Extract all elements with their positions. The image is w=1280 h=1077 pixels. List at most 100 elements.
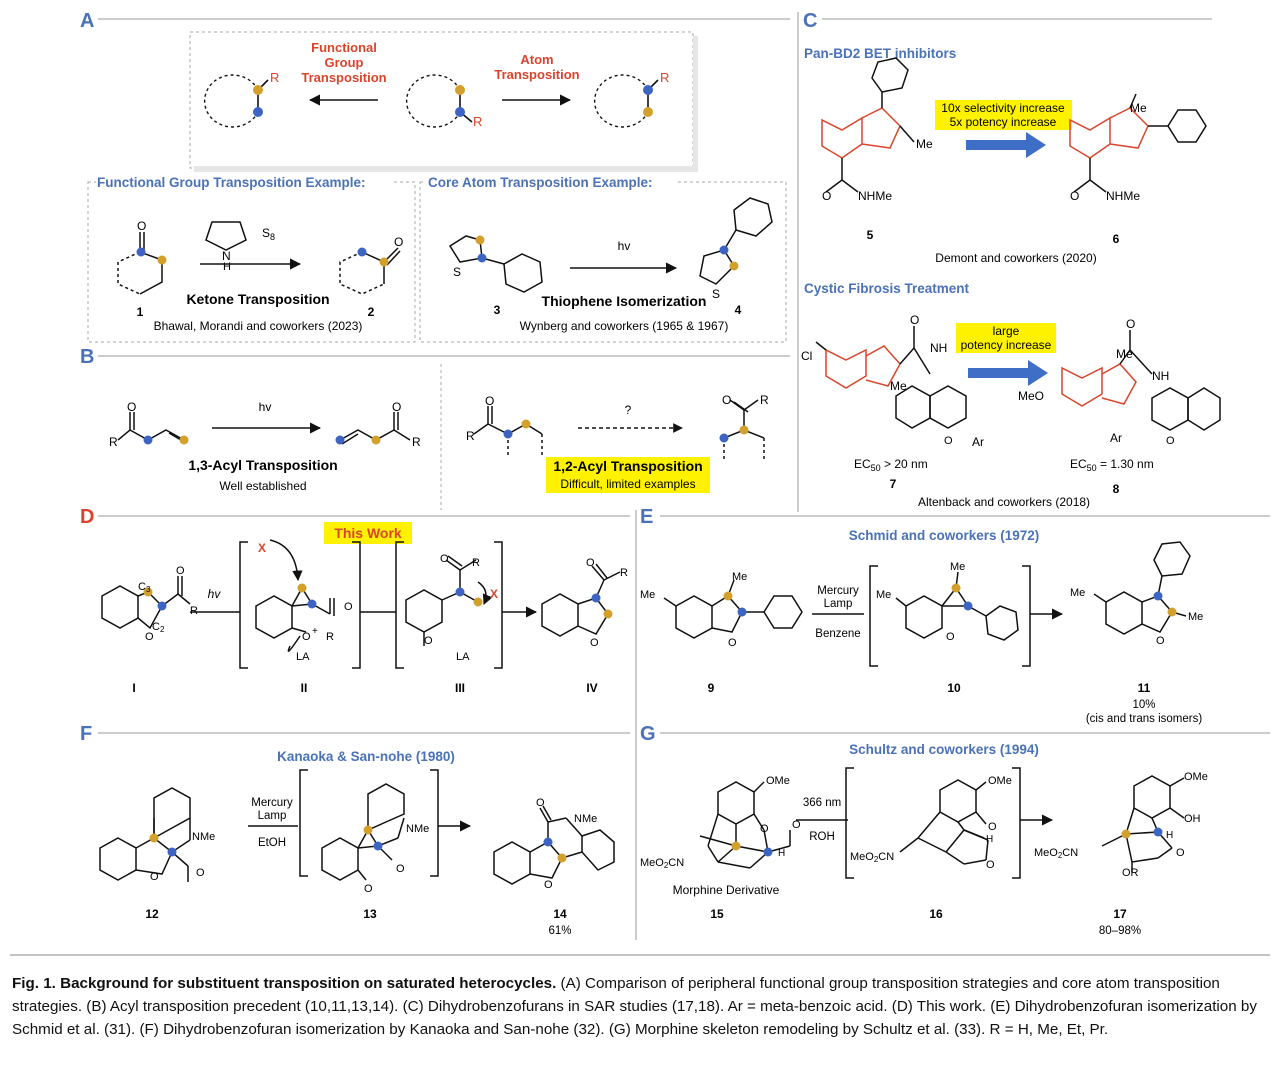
- core-example-title: Core Atom Transposition Example:: [428, 175, 653, 190]
- o-label: O: [1176, 847, 1185, 859]
- o-label: O: [792, 819, 801, 831]
- nme-label: NMe: [406, 823, 429, 835]
- compound-17-label: 17: [1113, 907, 1127, 921]
- s-label: S: [453, 265, 461, 279]
- o-label: O: [1156, 635, 1165, 647]
- blue-arrow-icon: [966, 132, 1046, 158]
- thiophene-credit: Wynberg and coworkers (1965 & 1967): [520, 319, 729, 333]
- r-label: R: [326, 631, 334, 643]
- panel-d: D This Work C3 C2 O O R I hv: [80, 506, 630, 695]
- r-label: R: [270, 70, 279, 85]
- compound-15-label: 15: [710, 907, 724, 921]
- benzene-label: Benzene: [815, 628, 860, 640]
- ar-label: Ar: [972, 435, 984, 449]
- o-label: O: [364, 883, 373, 895]
- caption-lead: Fig. 1. Background for substituent trans…: [12, 975, 557, 992]
- o-label: O: [485, 394, 494, 408]
- panel-d-letter: D: [80, 506, 94, 528]
- atom-blue-dot: [253, 107, 263, 117]
- me-label: Me: [732, 571, 747, 583]
- h-label: H: [1166, 830, 1173, 841]
- compound-IV: [541, 563, 621, 637]
- compound-6-label: 6: [1113, 232, 1120, 246]
- compound-12-label: 12: [145, 907, 159, 921]
- yield-14: 61%: [548, 925, 571, 937]
- g-title: Schultz and coworkers (1994): [849, 742, 1039, 757]
- compound-5-label: 5: [867, 228, 874, 242]
- compound-2: 2: [368, 305, 375, 319]
- atom-gold-dot: [643, 107, 653, 117]
- figure-caption: Fig. 1. Background for substituent trans…: [12, 972, 1274, 1041]
- meo-label: MeO: [1018, 389, 1044, 403]
- compound-11-label: 11: [1138, 681, 1151, 695]
- lamp-label: Lamp: [258, 810, 287, 822]
- o-label: O: [1166, 435, 1175, 447]
- ketone-title: Ketone Transposition: [186, 291, 329, 307]
- o-label: O: [722, 393, 731, 407]
- compound-12: [99, 787, 191, 882]
- nhme-label: NHMe: [858, 189, 892, 203]
- compound-5: [821, 57, 915, 193]
- question-label: ?: [625, 403, 632, 417]
- o-label: O: [176, 565, 185, 577]
- acyl12-highlight: [546, 457, 710, 493]
- panel-c-letter: C: [803, 10, 817, 32]
- functional-label-3: Transposition: [301, 70, 386, 85]
- intermediate-10: [895, 571, 1019, 641]
- thiophene-3: [448, 235, 543, 293]
- this-work-label: This Work: [334, 525, 402, 541]
- acyl13-title: 1,3-Acyl Transposition: [188, 457, 337, 473]
- o-label: O: [586, 557, 595, 569]
- demont-credit: Demont and coworkers (2020): [935, 251, 1096, 265]
- o-label: O: [396, 863, 405, 875]
- altenback-credit: Altenback and coworkers (2018): [918, 495, 1090, 509]
- yield-11: 10%: [1132, 699, 1155, 711]
- o-label: O: [137, 219, 146, 233]
- e-title: Schmid and coworkers (1972): [849, 528, 1040, 543]
- hv-label: hv: [618, 239, 631, 253]
- panel-g-letter: G: [640, 723, 656, 745]
- h-label: H: [223, 261, 231, 273]
- o-label: O: [728, 637, 737, 649]
- intermediate-II: [255, 539, 335, 652]
- o-label: O: [986, 859, 995, 871]
- compound-I-label: I: [132, 681, 135, 695]
- compound-I: [101, 576, 191, 630]
- panel-f: F Kanaoka & San-nohe (1980) NMe O O 12 M…: [80, 723, 630, 937]
- caption-body: (A) Comparison of peripheral functional …: [12, 975, 1257, 1038]
- pyrrolidine: [205, 221, 247, 251]
- r-label: R: [190, 605, 198, 617]
- panel-a-letter: A: [80, 10, 94, 32]
- meo2cn-label: MeO2CN: [640, 857, 684, 870]
- c2-label: C2: [152, 621, 165, 634]
- figure-canvas: A R R R: [10, 10, 1270, 956]
- ec50-7: EC50 > 20 nm: [854, 457, 928, 473]
- la-label: LA: [296, 651, 310, 663]
- compound-3: 3: [494, 303, 501, 317]
- ring-right: R: [594, 70, 669, 128]
- thiophene-title: Thiophene Isomerization: [542, 293, 707, 309]
- o-label: O: [590, 637, 599, 649]
- ec50-8: EC50 = 1.30 nm: [1070, 457, 1154, 473]
- lamp-label: Lamp: [824, 598, 853, 610]
- compound-8-label: 8: [1113, 482, 1120, 496]
- oh-label: OH: [1184, 813, 1201, 825]
- thiophene-4: [699, 197, 773, 285]
- nme-label: NMe: [574, 813, 597, 825]
- ome-label: OMe: [988, 775, 1012, 787]
- compound-9-label: 9: [708, 681, 715, 695]
- panel-a: A R R R: [80, 10, 790, 343]
- mercury-label: Mercury: [817, 585, 859, 597]
- acyl12-title: 1,2-Acyl Transposition: [553, 458, 702, 474]
- f-title: Kanaoka & San-nohe (1980): [277, 749, 455, 764]
- isomers-11: (cis and trans isomers): [1086, 713, 1202, 725]
- ketone-credit: Bhawal, Morandi and coworkers (2023): [154, 319, 363, 333]
- or-label: OR: [1122, 867, 1139, 879]
- hv-label: hv: [208, 587, 222, 601]
- ring-center: R: [406, 74, 482, 129]
- o-label: O: [150, 871, 159, 883]
- blue-arrow-icon: [968, 360, 1048, 386]
- h-label: H: [986, 834, 993, 845]
- roh-label: ROH: [809, 831, 835, 843]
- r-label: R: [109, 435, 118, 449]
